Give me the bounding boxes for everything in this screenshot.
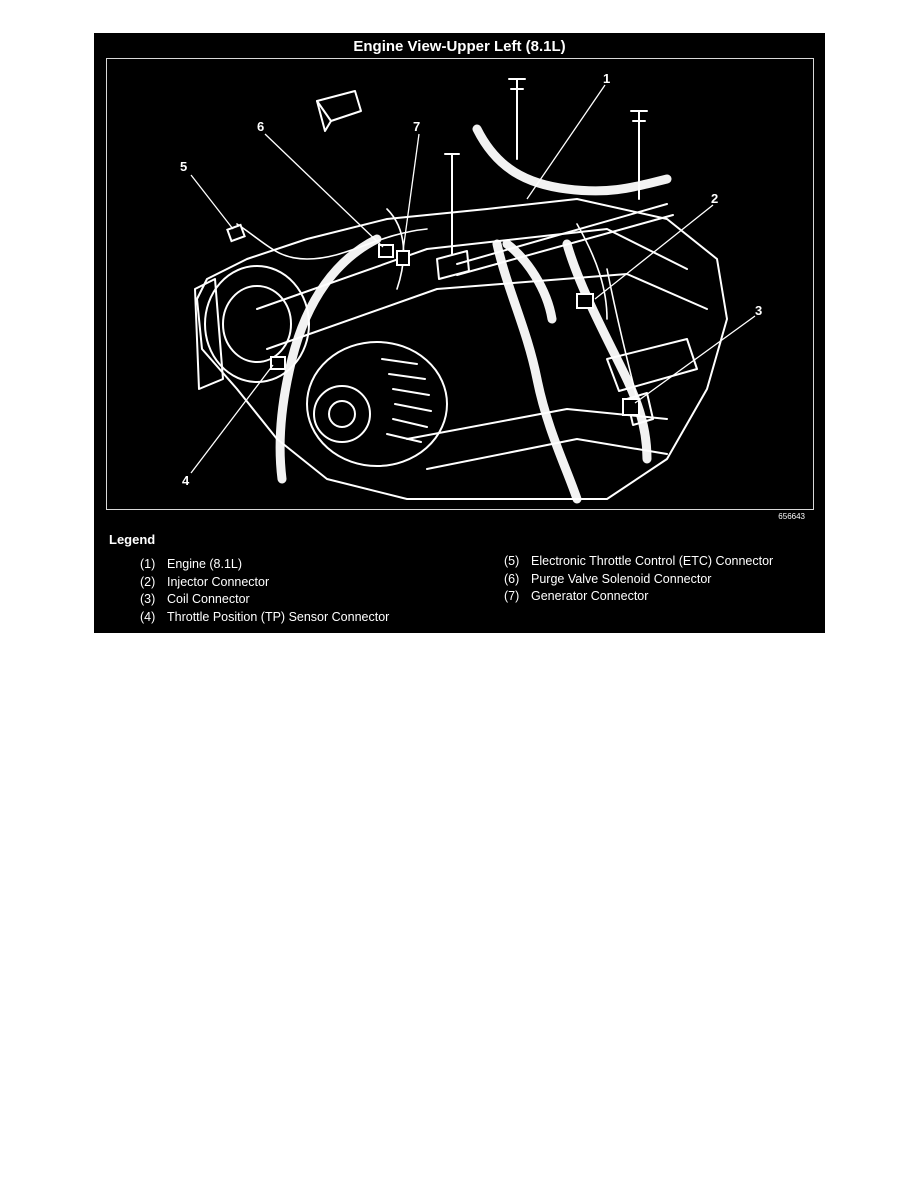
injector-wire — [576, 223, 608, 320]
leader-line-3 — [634, 315, 756, 404]
diagram-title: Engine View-Upper Left (8.1L) — [353, 38, 566, 55]
harness-left — [275, 234, 382, 484]
harness-right — [562, 239, 652, 464]
callout-5: 5 — [180, 159, 187, 174]
leader-line-4 — [190, 364, 274, 474]
leader-line-2 — [594, 204, 714, 300]
legend-label: Purge Valve Solenoid Connector — [531, 571, 712, 586]
direction-arrow-icon — [316, 90, 362, 122]
leader-line-7 — [402, 133, 420, 252]
generator-pulley — [313, 385, 371, 443]
injector-3 — [444, 153, 460, 255]
leader-line-6 — [264, 133, 384, 248]
callout-2: 2 — [711, 191, 718, 206]
ignition-coil — [606, 338, 698, 392]
legend-label: Injector Connector — [167, 574, 270, 589]
harness-branch — [502, 239, 557, 324]
legend-number: (2) — [140, 574, 156, 589]
generator-pulley-hub — [328, 400, 356, 428]
legend-item: (5) Electronic Throttle Control (ETC) Con… — [504, 553, 773, 571]
legend-heading: Legend — [109, 532, 156, 547]
legend-item: (2) Injector Connector — [140, 574, 389, 592]
etc-wire — [236, 223, 428, 260]
legend-label: Generator Connector — [531, 589, 649, 603]
legend-right-column: (5) Electronic Throttle Control (ETC) Con… — [504, 553, 773, 606]
direction-arrow-head — [316, 100, 332, 132]
generator-body — [306, 341, 448, 467]
injector-connector — [576, 293, 594, 309]
harness-top — [472, 124, 672, 196]
legend-label: Engine (8.1L) — [167, 557, 243, 571]
intake-manifold-edge — [256, 228, 688, 310]
injector-1 — [508, 78, 526, 160]
leader-line-1 — [526, 84, 606, 200]
throttle-bore — [222, 285, 292, 363]
legend-item: (3) Coil Connector — [140, 591, 389, 609]
harness-center — [492, 239, 582, 504]
engine-illustration-frame: 1 2 3 4 5 6 7 — [106, 58, 814, 510]
generator-connector — [396, 250, 410, 266]
engine-illustration: 1 2 3 4 5 6 7 — [180, 71, 762, 504]
figure-id: 656643 — [778, 512, 805, 521]
legend-label: Throttle Position (TP) Sensor Connector — [167, 609, 390, 624]
coil-wire — [606, 268, 638, 400]
callout-6: 6 — [257, 119, 264, 134]
generator-fins — [381, 358, 432, 443]
legend-left-column: (1) Engine (8.1L) (2) Injector Connector (… — [140, 556, 389, 626]
legend-number: (4) — [140, 609, 156, 624]
fuel-rail — [456, 203, 668, 265]
purge-valve-connector — [378, 244, 394, 258]
legend-number: (7) — [504, 589, 520, 603]
callout-4: 4 — [182, 473, 190, 488]
legend-number: (6) — [504, 571, 520, 586]
callout-3: 3 — [755, 303, 762, 318]
legend-item: (6) Purge Valve Solenoid Connector — [504, 571, 773, 589]
oil-pan-edge — [426, 438, 668, 470]
callout-7: 7 — [413, 119, 420, 134]
coil-connector-body — [626, 392, 654, 426]
callout-1: 1 — [603, 71, 610, 86]
injector-mount — [436, 250, 470, 280]
legend-number: (3) — [140, 592, 156, 606]
legend-number: (5) — [504, 554, 520, 568]
air-inlet-flange — [194, 278, 224, 390]
throttle-body — [204, 265, 310, 383]
diagram-panel: Engine View-Upper Left (8.1L) — [94, 33, 825, 633]
tp-sensor-connector — [270, 356, 286, 370]
legend-item: (7) Generator Connector — [504, 588, 773, 606]
legend-label: Electronic Throttle Control (ETC) Connec… — [531, 554, 774, 568]
legend-label: Coil Connector — [167, 592, 250, 606]
etc-connector — [226, 223, 246, 243]
legend-item: (4) Throttle Position (TP) Sensor Connect… — [140, 609, 389, 627]
legend-number: (1) — [140, 557, 156, 571]
legend-item: (1) Engine (8.1L) — [140, 556, 389, 574]
intake-manifold-lower-edge — [266, 273, 708, 350]
leader-line-5 — [190, 174, 234, 230]
